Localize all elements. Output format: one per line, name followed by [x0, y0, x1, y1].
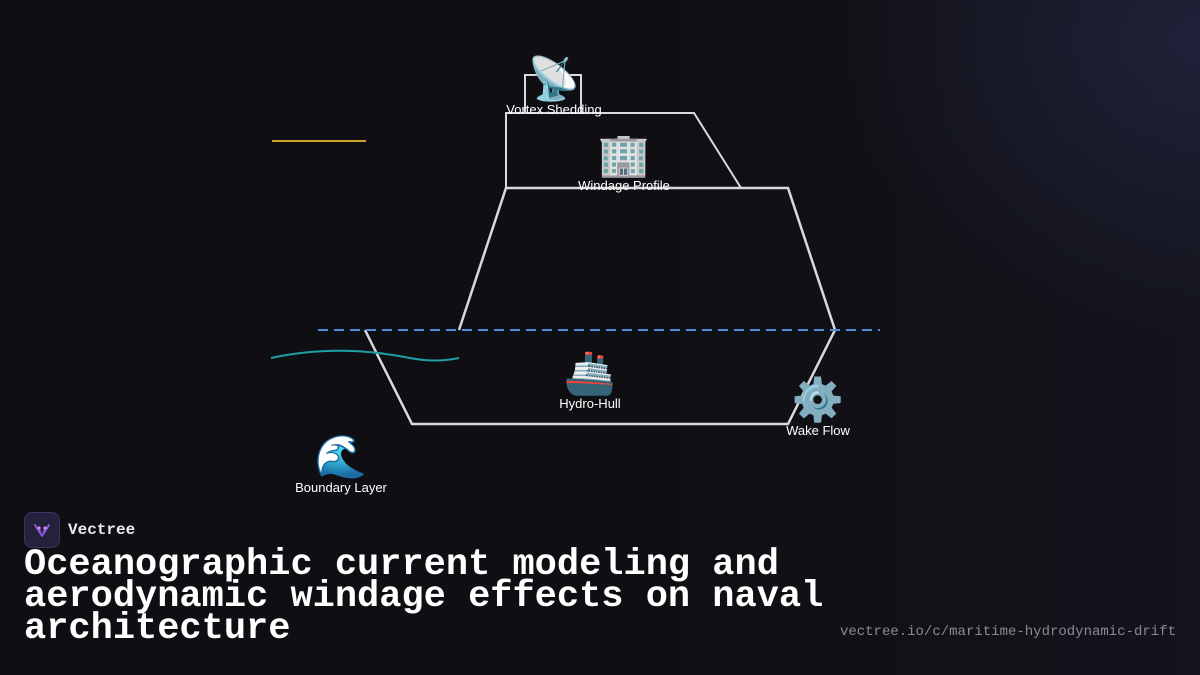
upper-hull-outline [457, 186, 837, 331]
vortex-shedding-node: 📡 Vortex Shedding [506, 54, 602, 118]
source-url[interactable]: vectree.io/c/maritime-hydrodynamic-drift [839, 624, 1176, 640]
gear-icon: ⚙️ [791, 375, 845, 424]
vectree-logo-icon [24, 512, 60, 548]
hydro-hull-label: Hydro-Hull [559, 396, 621, 411]
brand-name: Vectree [68, 521, 136, 539]
boundary-layer-label: Boundary Layer [295, 480, 387, 495]
wake-flow-node: ⚙️ Wake Flow [786, 375, 850, 439]
satellite-antenna-icon: 📡 [527, 54, 581, 103]
windage-profile-node: 🏢 Windage Profile [578, 130, 670, 194]
water-wave-icon: 🌊 [314, 432, 368, 481]
ship-icon: 🚢 [563, 348, 617, 397]
brand: Vectree [24, 512, 135, 548]
current-line [270, 349, 460, 362]
vortex-shedding-label: Vortex Shedding [506, 102, 602, 117]
lower-hull-outline [363, 329, 837, 426]
office-building-icon: 🏢 [597, 130, 651, 179]
windage-profile-label: Windage Profile [578, 178, 670, 193]
superstructure-outline [505, 112, 742, 189]
hydro-hull-node: 🚢 Hydro-Hull [559, 348, 621, 412]
page-title: Oceanographic current modeling and aerod… [24, 544, 824, 650]
boundary-layer-node: 🌊 Boundary Layer [295, 432, 387, 496]
wake-flow-label: Wake Flow [786, 423, 850, 438]
